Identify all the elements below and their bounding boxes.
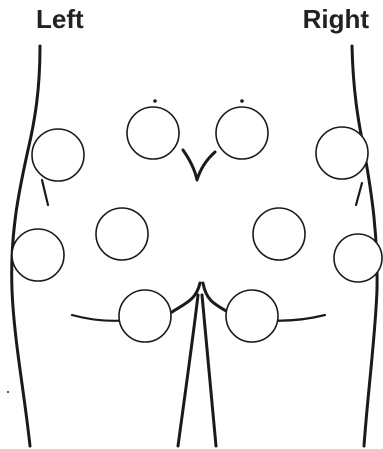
right-injection-site-middle-inner (253, 208, 305, 260)
left-injection-site-middle-outer (12, 229, 64, 281)
right-hip-mark (356, 183, 362, 205)
stray-dot (7, 391, 9, 393)
sacral-v-mark (183, 150, 215, 180)
left-injection-site-middle-inner (96, 208, 148, 260)
left-injection-site-upper-inner (127, 107, 179, 159)
left-injection-site-lower (119, 290, 171, 342)
right-injection-site-upper-outer (316, 127, 368, 179)
right-upper-dot (240, 99, 244, 103)
left-hip-mark (42, 180, 48, 205)
right-inner-leg (202, 295, 216, 446)
left-injection-site-upper-outer (32, 129, 84, 181)
center-cleft-right (203, 283, 228, 312)
left-inner-leg (178, 295, 198, 446)
left-upper-dot (153, 99, 157, 103)
right-injection-site-middle-outer (334, 234, 382, 282)
right-injection-site-lower (226, 290, 278, 342)
right-injection-site-upper-inner (216, 107, 268, 159)
